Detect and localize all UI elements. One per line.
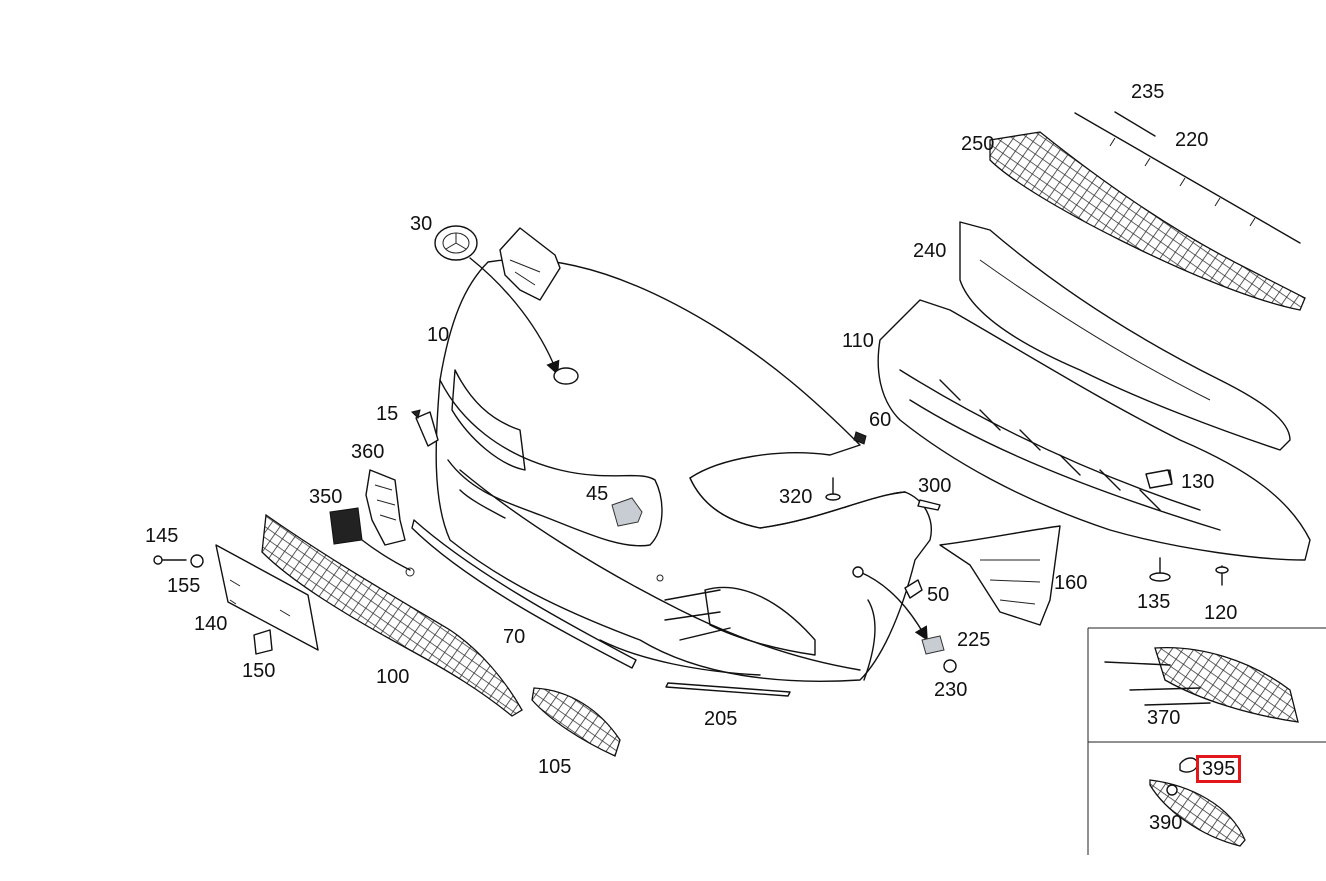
callout-230[interactable]: 230 bbox=[934, 679, 968, 701]
license-plate-bracket-140 bbox=[215, 544, 319, 651]
pin-120 bbox=[1215, 565, 1229, 586]
callout-350[interactable]: 350 bbox=[309, 486, 343, 508]
grille-insert-105 bbox=[531, 687, 621, 757]
clip-45 bbox=[611, 497, 643, 527]
callout-320[interactable]: 320 bbox=[779, 486, 813, 508]
clip-150 bbox=[253, 629, 273, 655]
callout-70[interactable]: 70 bbox=[503, 626, 526, 648]
bumper-cover bbox=[435, 258, 932, 682]
absorber-240 bbox=[959, 221, 1291, 451]
seal-strip-220 bbox=[1074, 112, 1301, 244]
callout-220[interactable]: 220 bbox=[1175, 129, 1209, 151]
callout-145[interactable]: 145 bbox=[145, 525, 179, 547]
callout-395-highlighted[interactable]: 395 bbox=[1196, 755, 1242, 783]
callout-235[interactable]: 235 bbox=[1131, 81, 1165, 103]
callout-205[interactable]: 205 bbox=[704, 708, 738, 730]
callout-250[interactable]: 250 bbox=[961, 133, 995, 155]
callout-10[interactable]: 10 bbox=[427, 324, 450, 346]
callout-160[interactable]: 160 bbox=[1054, 572, 1088, 594]
callout-390[interactable]: 390 bbox=[1149, 812, 1183, 834]
callout-300[interactable]: 300 bbox=[918, 475, 952, 497]
callout-110[interactable]: 110 bbox=[842, 330, 874, 352]
screw-60 bbox=[853, 431, 867, 445]
callout-150[interactable]: 150 bbox=[242, 660, 276, 682]
callout-60[interactable]: 60 bbox=[869, 409, 892, 431]
callout-225[interactable]: 225 bbox=[957, 629, 991, 651]
callout-120[interactable]: 120 bbox=[1204, 602, 1238, 624]
support-250 bbox=[989, 131, 1306, 311]
strip-205 bbox=[665, 682, 791, 697]
small-bracket-15 bbox=[411, 409, 439, 447]
callout-15[interactable]: 15 bbox=[376, 403, 399, 425]
callout-50[interactable]: 50 bbox=[927, 584, 950, 606]
callout-360[interactable]: 360 bbox=[351, 441, 385, 463]
callout-45[interactable]: 45 bbox=[586, 483, 609, 505]
callout-135[interactable]: 135 bbox=[1137, 591, 1171, 613]
callout-140[interactable]: 140 bbox=[194, 613, 228, 635]
inset-390 bbox=[1149, 779, 1246, 847]
lower-grille-100 bbox=[261, 513, 523, 717]
side-bracket-160 bbox=[939, 525, 1061, 626]
bracket-part bbox=[499, 227, 561, 301]
callout-370[interactable]: 370 bbox=[1147, 707, 1181, 729]
nut-155 bbox=[190, 554, 204, 568]
callout-130[interactable]: 130 bbox=[1181, 471, 1215, 493]
pin-135 bbox=[1149, 557, 1171, 582]
inset-370 bbox=[1104, 646, 1299, 723]
trim-strip-70 bbox=[411, 519, 637, 669]
part-300 bbox=[917, 499, 941, 511]
callout-100[interactable]: 100 bbox=[376, 666, 410, 688]
camera-bracket-360 bbox=[365, 469, 406, 546]
callout-105[interactable]: 105 bbox=[538, 756, 572, 778]
strip-235 bbox=[1114, 111, 1156, 137]
callout-30[interactable]: 30 bbox=[410, 213, 433, 235]
callout-155[interactable]: 155 bbox=[167, 575, 201, 597]
bolt-145 bbox=[153, 555, 187, 565]
emblem-part bbox=[434, 225, 579, 385]
sensor-225 bbox=[852, 566, 957, 681]
sensor-unit-350 bbox=[329, 507, 415, 577]
push-pin-320 bbox=[825, 477, 841, 501]
callout-240[interactable]: 240 bbox=[913, 240, 947, 262]
clip-130 bbox=[1145, 469, 1173, 489]
